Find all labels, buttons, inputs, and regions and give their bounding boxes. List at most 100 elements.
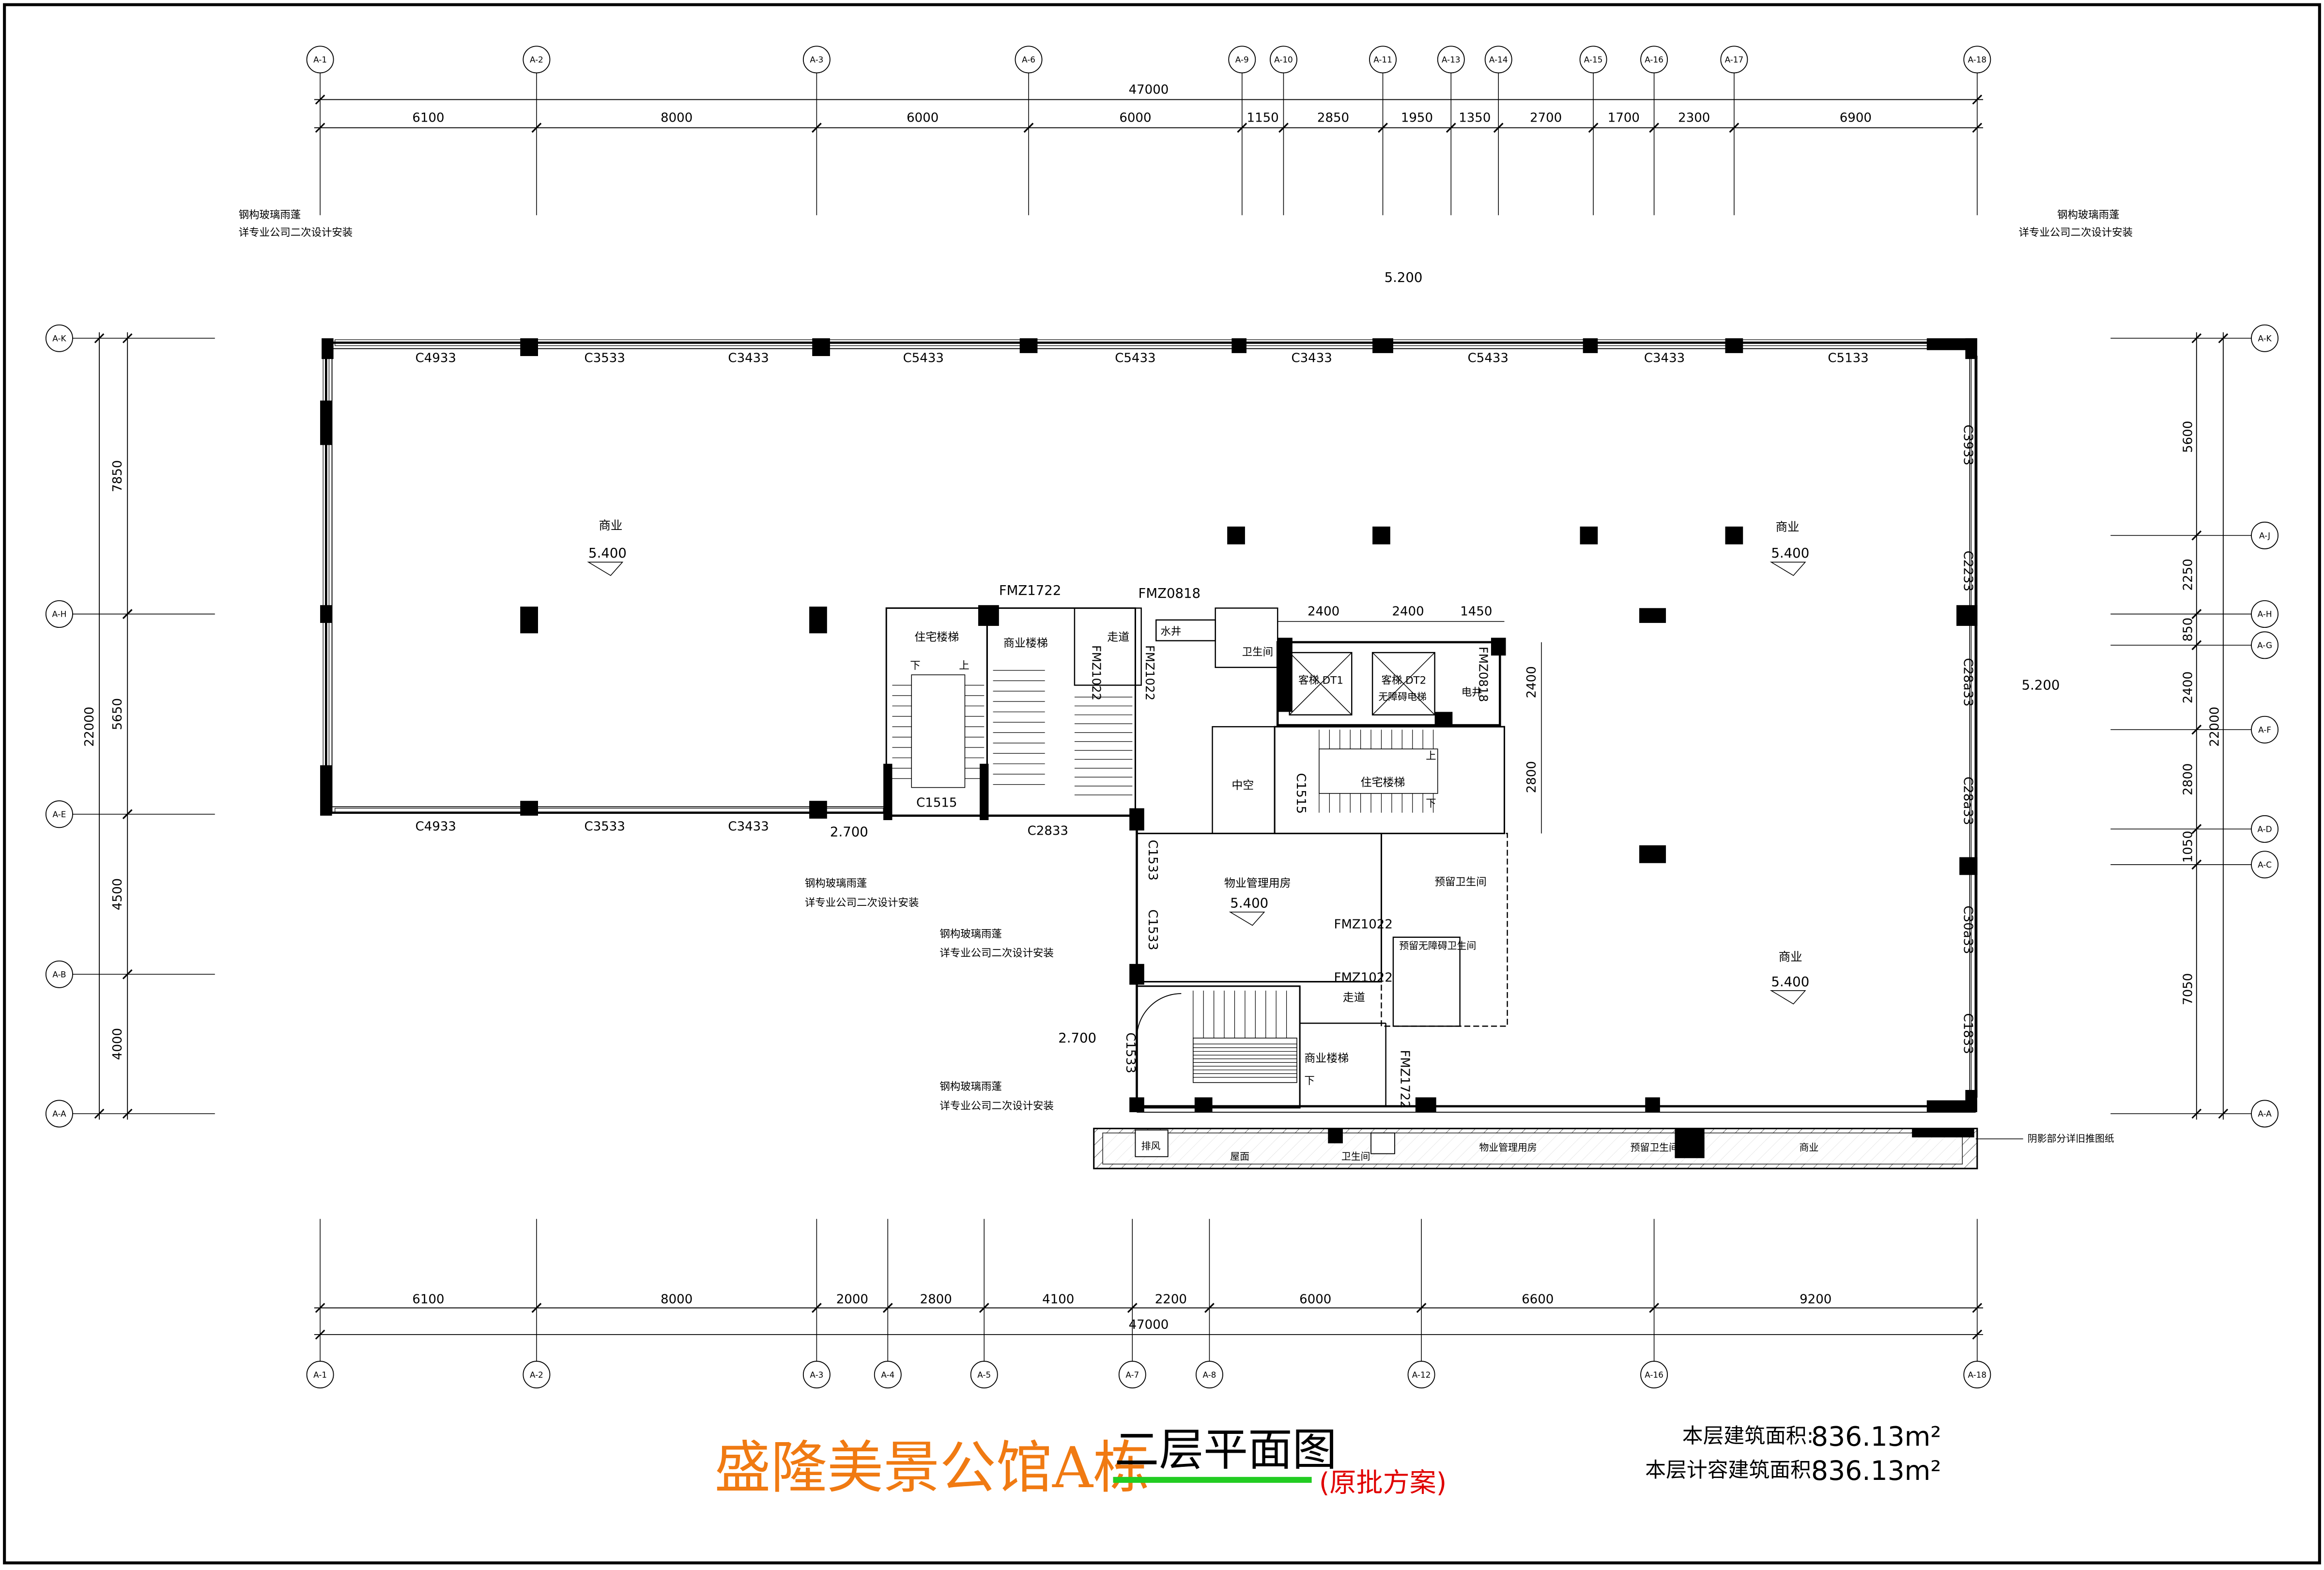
dimension-tick [315,1329,325,1340]
axis-label: A-14 [1489,55,1508,64]
column [322,338,334,359]
axis-label: A-4 [881,1370,894,1380]
room-corridor-south: 走道 [1343,991,1365,1004]
dimension-value: 1950 [1401,110,1433,125]
dimension-value: 7850 [110,460,125,492]
window-label: C5133 [1828,351,1868,365]
column [978,605,999,626]
window-label: C5433 [1115,351,1155,365]
com-stair-north-walls [986,607,1136,817]
axis-label: A-15 [1584,55,1603,64]
window-label: C2833 [1028,824,1068,839]
elevation-labels: 5.200 5.200 5.400 5.400 5.400 5.400 2.70… [587,270,2060,1046]
room-toilet-north: 卫生间 [1242,646,1273,658]
room-elevator2: 客梯 DT2 [1381,674,1426,686]
column [1434,712,1453,727]
structural-columns [320,338,1977,1112]
axis-bubble [970,1361,998,1389]
dimension-tick [1588,123,1599,133]
column [812,338,830,357]
axis-bubble [2251,521,2279,549]
strip-toilet-box [1370,1132,1395,1154]
dimension-tick [1127,1303,1138,1313]
dimension-tick [812,1303,822,1313]
strip-toilet: 卫生间 [1341,1151,1370,1162]
glazing-west [323,356,330,801]
elevator1-cross-b [1289,652,1352,715]
sheet-border [3,3,2321,1565]
toilet-zone-walls [1381,833,1508,1027]
room-elec-well: 电井 [1462,686,1482,699]
column [1639,845,1666,863]
axis-label: A-E [52,809,66,819]
dimension-tick [1493,123,1504,133]
dimension-tick [122,1108,133,1119]
axis-bubble [1640,46,1668,74]
axis-bubble [1228,46,1256,74]
elev-property: 5.400 [1230,896,1268,911]
dimension-value: 5650 [110,698,125,730]
dimension-tick [531,1303,542,1313]
window-label: C1533 [1123,1032,1138,1073]
dimension-value: 1350 [1459,110,1491,125]
shadow-note: 阴影部分详旧推图纸 [2028,1133,2114,1144]
elev-marker [1229,911,1265,926]
column [809,801,827,819]
dimension-value: 1150 [1247,110,1279,125]
window-label: C1515 [1293,773,1308,814]
dimension-tick [883,1303,893,1313]
room-accessible-elevator: 无障碍电梯 [1378,691,1426,702]
window-label: C1515 [916,795,957,810]
axis-bubble [1963,1361,1991,1389]
dimension-tick [1649,1303,1659,1313]
title-floor: 二层平面图 [1115,1424,1337,1476]
dimension-tick [1972,1329,1983,1340]
canopy-note-2a: 钢构玻璃雨蓬 [2057,209,2119,221]
core-dimension: 2800 [1524,761,1539,793]
window-label: C3433 [728,351,769,365]
column [1194,1097,1213,1112]
dimension-value: 6000 [1119,110,1151,125]
column [320,605,332,623]
dimension-value: 2800 [2181,763,2196,795]
axis-bubble [1720,46,1748,74]
column [1956,605,1977,626]
res-stair-east-walls [1274,726,1506,835]
dimension-value: 2250 [2181,559,2196,591]
dimension-value: 2200 [1155,1292,1187,1307]
strip-commercial: 商业 [1800,1142,1819,1153]
corridor-north-walls [1074,607,1142,686]
dimension-tick [2191,640,2202,651]
dimension-tick [2191,609,2202,619]
stair-treads [892,670,1434,1078]
axis-label: A-18 [1968,55,1987,64]
room-com-stair-north: 商业楼梯 [1003,637,1048,650]
dimension-value: 6100 [412,110,444,125]
axis-bubble [1484,46,1512,74]
strip-property: 物业管理用房 [1479,1142,1537,1153]
axis-bubble [2251,715,2279,744]
axis-label: A-C [2258,860,2272,870]
axis-label: A-D [2257,824,2272,834]
res-stair-east-flight [1319,748,1438,794]
area-block: 本层建筑面积: 836.13m² 本层计容建筑面积: 836.13m² [1645,1421,1941,1486]
dimension-value: 4000 [110,1028,125,1060]
dimension-tick [1446,123,1456,133]
dimension-value: 47000 [1129,1318,1169,1332]
dimension-value: 7050 [2181,973,2196,1005]
room-corridor-north: 走道 [1107,631,1129,644]
canopy-note-1a: 钢构玻璃雨蓬 [239,209,301,221]
axis-bubble [2251,631,2279,659]
room-property: 物业管理用房 [1224,877,1291,890]
axis-bubble [1437,46,1465,74]
axis-bubble [1640,1361,1668,1389]
com-stair-south-walls [1136,985,1301,1109]
dimension-tick [315,123,325,133]
area-capacity-value: 836.13m² [1811,1455,1941,1486]
strip-roof: 屋面 [1230,1151,1249,1162]
dimension-tick [315,1303,325,1313]
column [520,606,538,634]
axis-label: A-9 [1235,55,1249,64]
label-down-1: 下 [910,660,920,672]
